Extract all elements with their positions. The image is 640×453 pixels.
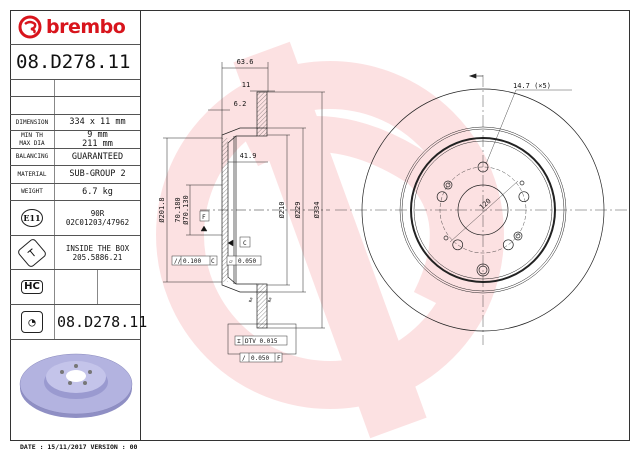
svg-text:/: /: [242, 355, 246, 362]
hc-row: HC: [10, 270, 140, 305]
brake-disc-pad-icon: ◔: [21, 311, 43, 333]
technical-drawing: 63.6 11 6.2 41.9 Ø201.8 70.180 Ø70.130 Ø…: [156, 41, 630, 439]
screw-icon: ⊤: [16, 237, 48, 268]
svg-text:0.050: 0.050: [251, 355, 269, 362]
dim-bore-max: 70.180: [174, 197, 182, 222]
svg-text:▱: ▱: [229, 258, 233, 265]
front-view: [335, 73, 630, 345]
surface-finish-left: Ra: [248, 296, 254, 302]
datum-c: C: [227, 236, 251, 248]
bolt-hole: [452, 239, 464, 251]
part-number-row: ◔ 08.D278.11: [10, 305, 148, 340]
parallelism-frame: //0.100 C: [171, 255, 218, 266]
disc-render: [10, 340, 140, 440]
brembo-logo: brembo: [10, 10, 140, 44]
dim-thickness: 11: [242, 81, 250, 89]
dim-dia-229: Ø229: [294, 202, 302, 219]
flatness-frame: ▱ 0.050: [226, 255, 262, 266]
bottom-part-number: 08.D278.11: [57, 312, 148, 331]
bolt-hole: [518, 191, 530, 203]
dtv-frame: ⌶ DTV 0.015: [234, 335, 288, 346]
svg-text:C: C: [211, 258, 215, 265]
runout-frame: / 0.050 F: [239, 352, 283, 363]
part-number: 08.D278.11: [16, 51, 131, 73]
dim-hat-offset: 6.2: [234, 100, 247, 108]
dim-dia-334: Ø334: [313, 202, 321, 219]
dim-hat-depth: 41.9: [240, 152, 257, 160]
bolt-hole-dim: 14.7 (×5): [513, 82, 551, 90]
surface-finish-right: Ra: [267, 296, 273, 302]
e11-approval-icon: E11: [21, 209, 43, 227]
svg-text:C: C: [243, 240, 247, 247]
svg-text:0.100: 0.100: [183, 258, 201, 265]
datum-f: F: [199, 210, 210, 232]
dim-dia-201: Ø201.8: [158, 197, 166, 222]
hc-icon: HC: [21, 280, 43, 294]
dim-dia-210: Ø210: [278, 202, 286, 219]
svg-text:⌶: ⌶: [237, 338, 241, 345]
bolt-hole: [502, 239, 514, 251]
svg-text://: //: [174, 258, 182, 265]
dim-overall-height: 63.6: [237, 58, 254, 66]
svg-text:0.050: 0.050: [238, 258, 256, 265]
bolt-hole: [436, 191, 448, 203]
brand-name: brembo: [46, 16, 126, 38]
svg-text:F: F: [277, 355, 281, 362]
sheet-frame: [10, 10, 630, 441]
date-version: DATE : 15/11/2017 VERSION : 00: [20, 443, 138, 451]
svg-text:F: F: [202, 214, 206, 221]
svg-text:DTV 0.015: DTV 0.015: [245, 338, 278, 345]
brembo-logo-icon: [18, 15, 42, 39]
bolt-hole: [477, 161, 489, 173]
dim-bore-min: Ø70.130: [182, 195, 190, 225]
